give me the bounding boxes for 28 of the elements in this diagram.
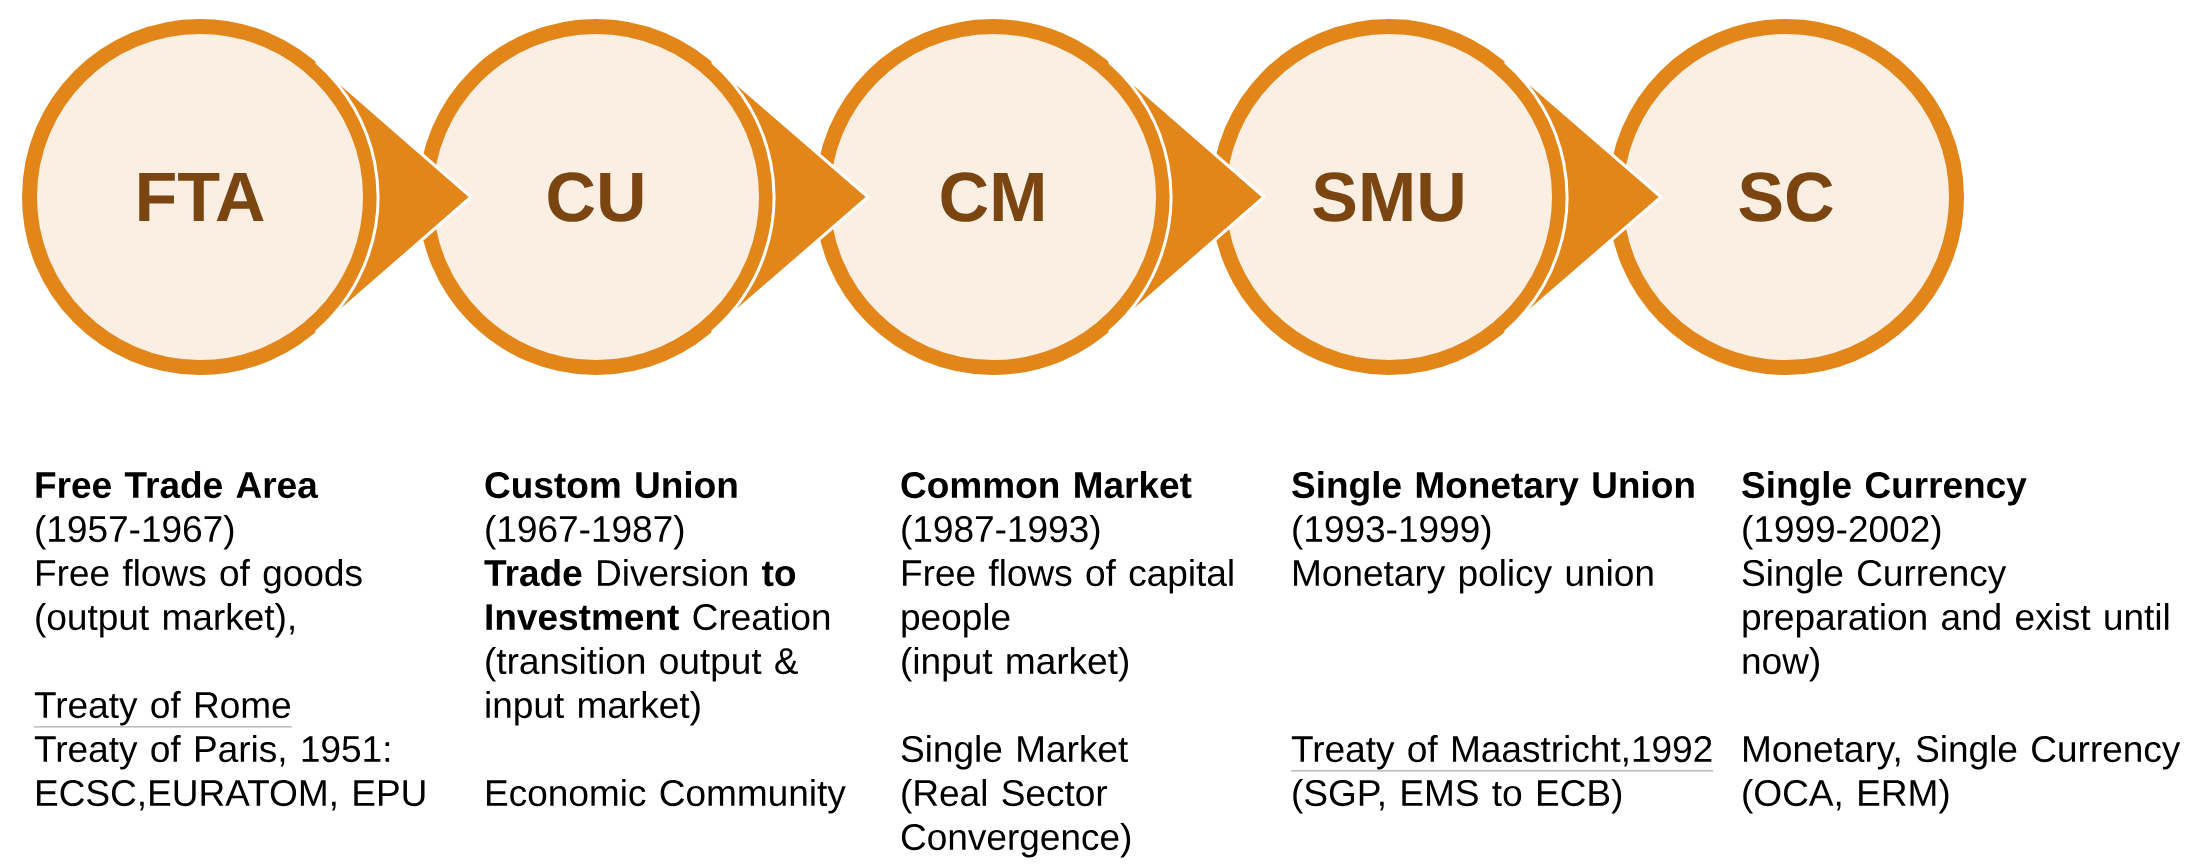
- stage-heading: Common Market: [901, 471, 1192, 499]
- stage-text: Single Market (Real Sector Convergence): [901, 735, 1131, 858]
- stage-text: Treaty of Rome: [33, 691, 292, 728]
- stage-text: Single Currency: [1742, 559, 2007, 594]
- chevron-arrow: [711, 61, 870, 333]
- stage-text: Monetary policy union: [1294, 559, 1653, 594]
- stage-text: Economic Community: [487, 779, 846, 814]
- chevron-arrow: [1108, 61, 1266, 333]
- stage-text: (1957-1967): [36, 515, 234, 550]
- stage-text: (input market): [902, 647, 1128, 682]
- stage-text: (1967-1987): [486, 515, 684, 550]
- stage-heading: Custom Union: [485, 471, 737, 499]
- stage-heading: Single Currency: [1742, 471, 2027, 506]
- stage-heading: Single Monetary Union: [1292, 471, 1694, 506]
- stage-text: Treaty of Paris, 1951: ECSC,EURATOM, EPU: [34, 735, 425, 811]
- stage-heading: Free Trade Area: [36, 471, 318, 499]
- stage-text: (1987-1993): [902, 515, 1100, 550]
- stage-text: (1993-1999): [1293, 515, 1491, 550]
- stage-text: Free flows of goods (output market),: [36, 559, 362, 638]
- stage-text: (SGP, EMS to ECB): [1293, 779, 1622, 814]
- stage-text: Monetary, Single Currency (OCA, ERM): [1743, 735, 2181, 814]
- stage-text: preparation and exist until now): [1743, 603, 2169, 682]
- stage-text: Free flows of capital people: [902, 559, 1233, 638]
- stage-text: Trade Diversion to Investment Creation (transition output & input market): [484, 559, 830, 726]
- stage-text: Treaty of Maastricht,1992: [1290, 735, 1714, 772]
- chevron-arrow: [1504, 61, 1663, 333]
- chevron-arrow: [315, 61, 473, 333]
- stage-text: (1999-2002): [1743, 515, 1941, 550]
